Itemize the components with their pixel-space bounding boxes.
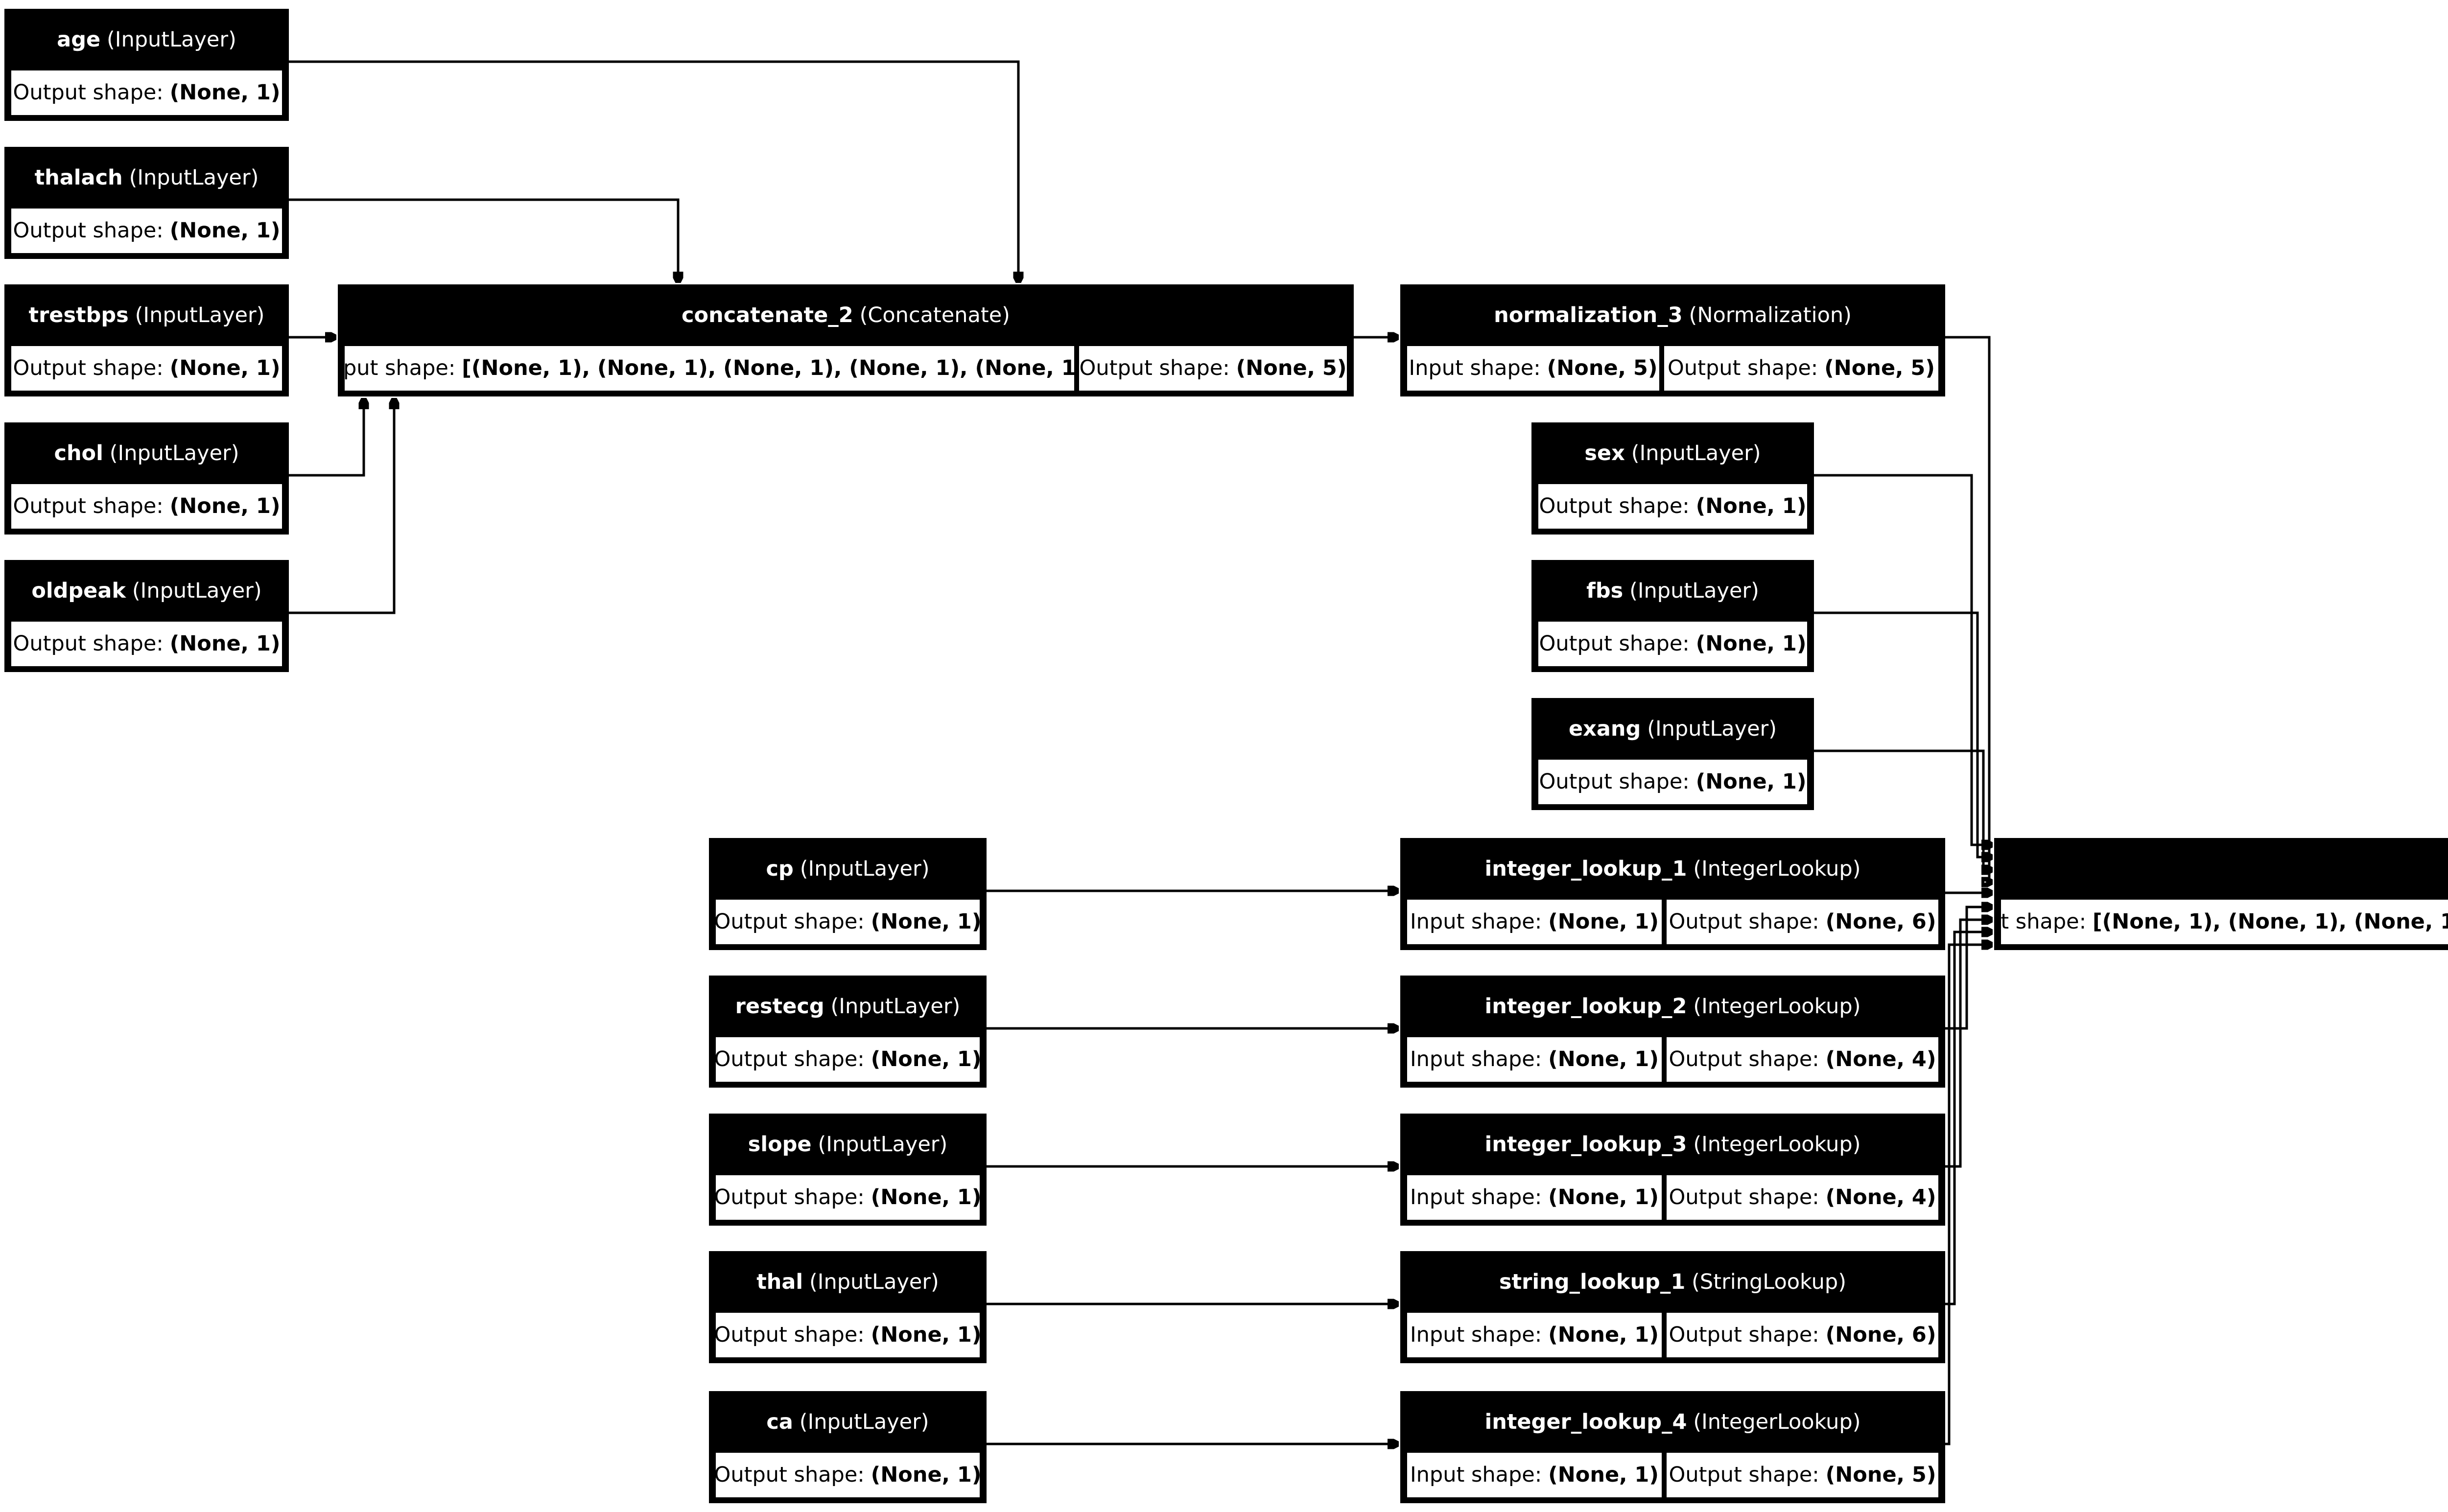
edge-age-to-concatenate_2 [289, 60, 1018, 281]
output-shape-cell: Output shape:(None, 1) [716, 1453, 980, 1497]
output-shape-cell: Output shape:(None, 1) [716, 1175, 980, 1220]
node-fbs: fbs(InputLayer) Output shape:(None, 1) [1531, 560, 1814, 672]
node-title: normalization_3(Normalization) [1494, 302, 1852, 327]
output-shape-cell: Output shape:(None, 5) [1667, 1453, 1938, 1497]
node-concatenate_2: concatenate_2(Concatenate) Input shape:[… [338, 284, 1354, 396]
edge-fbs-to-concatenate_3 [1814, 611, 1991, 857]
output-shape-cell: Output shape:(None, 1) [11, 484, 282, 529]
node-title: exang(InputLayer) [1569, 716, 1777, 741]
node-exang: exang(InputLayer) Output shape:(None, 1) [1531, 698, 1814, 810]
node-title: thalach(InputLayer) [34, 165, 259, 190]
node-title: slope(InputLayer) [748, 1132, 948, 1157]
node-integer_lookup_2: integer_lookup_2(IntegerLookup) Input sh… [1400, 976, 1945, 1088]
node-restecg: restecg(InputLayer) Output shape:(None, … [709, 976, 987, 1088]
edge-chol-to-concatenate_2 [289, 399, 364, 477]
node-title: integer_lookup_1(IntegerLookup) [1484, 856, 1861, 881]
node-ca: ca(InputLayer) Output shape:(None, 1) [709, 1391, 987, 1503]
input-shape-cell: Input shape:(None, 1) [1407, 900, 1662, 944]
node-integer_lookup_3: integer_lookup_3(IntegerLookup) Input sh… [1400, 1114, 1945, 1226]
edge-integer_lookup_3-to-concatenate_3 [1945, 920, 1991, 1168]
node-string_lookup_1: string_lookup_1(StringLookup) Input shap… [1400, 1251, 1945, 1363]
output-shape-cell: Output shape:(None, 5) [1664, 346, 1938, 391]
node-title: concatenate_2(Concatenate) [682, 302, 1010, 327]
output-shape-cell: Output shape:(None, 1) [11, 346, 282, 391]
output-shape-cell: Output shape:(None, 1) [11, 70, 282, 115]
edge-integer_lookup_4-to-concatenate_3 [1945, 945, 1991, 1445]
node-trestbps: trestbps(InputLayer) Output shape:(None,… [4, 284, 289, 396]
node-title: thal(InputLayer) [756, 1269, 939, 1294]
node-title: chol(InputLayer) [54, 441, 239, 465]
node-title: integer_lookup_4(IntegerLookup) [1484, 1409, 1861, 1434]
node-oldpeak: oldpeak(InputLayer) Output shape:(None, … [4, 560, 289, 672]
output-shape-cell: Output shape:(None, 1) [1538, 622, 1807, 666]
node-thal: thal(InputLayer) Output shape:(None, 1) [709, 1251, 987, 1363]
input-shape-cell: Input shape:[(None, 1), (None, 1), (None… [2001, 900, 2448, 944]
node-title: string_lookup_1(StringLookup) [1499, 1269, 1846, 1294]
node-thalach: thalach(InputLayer) Output shape:(None, … [4, 147, 289, 259]
node-integer_lookup_4: integer_lookup_4(IntegerLookup) Input sh… [1400, 1391, 1945, 1503]
node-title: fbs(InputLayer) [1586, 578, 1759, 603]
input-shape-cell: Input shape:(None, 5) [1407, 346, 1659, 391]
edge-thalach-to-concatenate_2 [289, 198, 678, 281]
input-shape-cell: Input shape:(None, 1) [1407, 1453, 1662, 1497]
node-title: integer_lookup_3(IntegerLookup) [1484, 1132, 1861, 1157]
node-title: integer_lookup_2(IntegerLookup) [1484, 994, 1861, 1019]
output-shape-cell: Output shape:(None, 1) [1538, 484, 1807, 529]
output-shape-cell: Output shape:(None, 1) [1538, 760, 1807, 804]
node-integer_lookup_1: integer_lookup_1(IntegerLookup) Input sh… [1400, 838, 1945, 950]
edge-sex-to-concatenate_3 [1814, 474, 1991, 845]
output-shape-cell: Output shape:(None, 4) [1667, 1175, 1938, 1220]
output-shape-cell: Output shape:(None, 1) [716, 1313, 980, 1357]
output-shape-cell: Output shape:(None, 6) [1667, 900, 1938, 944]
output-shape-cell: Output shape:(None, 4) [1667, 1037, 1938, 1082]
output-shape-cell: Output shape:(None, 1) [716, 1037, 980, 1082]
input-shape-cell: Input shape:(None, 1) [1407, 1175, 1662, 1220]
output-shape-cell: Output shape:(None, 6) [1667, 1313, 1938, 1357]
node-title: trestbps(InputLayer) [28, 302, 265, 327]
node-sex: sex(InputLayer) Output shape:(None, 1) [1531, 422, 1814, 535]
input-shape-cell: Input shape:(None, 1) [1407, 1313, 1662, 1357]
edge-string_lookup_1-to-concatenate_3 [1945, 932, 1991, 1305]
node-concatenate_3: concatenate_3(Concatenate) Input shape:[… [1994, 838, 2448, 950]
node-title: age(InputLayer) [57, 27, 236, 52]
node-cp: cp(InputLayer) Output shape:(None, 1) [709, 838, 987, 950]
edge-normalization_3-to-concatenate_3 [1945, 336, 1991, 882]
output-shape-cell: Output shape:(None, 1) [716, 900, 980, 944]
node-age: age(InputLayer) Output shape:(None, 1) [4, 9, 289, 121]
output-shape-cell: Output shape:(None, 1) [11, 622, 282, 666]
edge-integer_lookup_2-to-concatenate_3 [1945, 907, 1991, 1030]
node-title: concatenate_3(Concatenate) [1994, 838, 2448, 900]
node-chol: chol(InputLayer) Output shape:(None, 1) [4, 422, 289, 535]
node-title: oldpeak(InputLayer) [31, 578, 262, 603]
output-shape-cell: Output shape:(None, 5) [1079, 346, 1347, 391]
output-shape-cell: Output shape:(None, 1) [11, 209, 282, 253]
input-shape-cell: Input shape:(None, 1) [1407, 1037, 1662, 1082]
edge-oldpeak-to-concatenate_2 [289, 399, 394, 614]
node-normalization_3: normalization_3(Normalization) Input sha… [1400, 284, 1945, 396]
node-title: ca(InputLayer) [766, 1409, 929, 1434]
node-title: restecg(InputLayer) [735, 994, 961, 1019]
node-slope: slope(InputLayer) Output shape:(None, 1) [709, 1114, 987, 1226]
node-title: sex(InputLayer) [1584, 441, 1761, 465]
input-shape-cell: Input shape:[(None, 1), (None, 1), (None… [345, 346, 1074, 391]
node-title: cp(InputLayer) [766, 856, 930, 881]
